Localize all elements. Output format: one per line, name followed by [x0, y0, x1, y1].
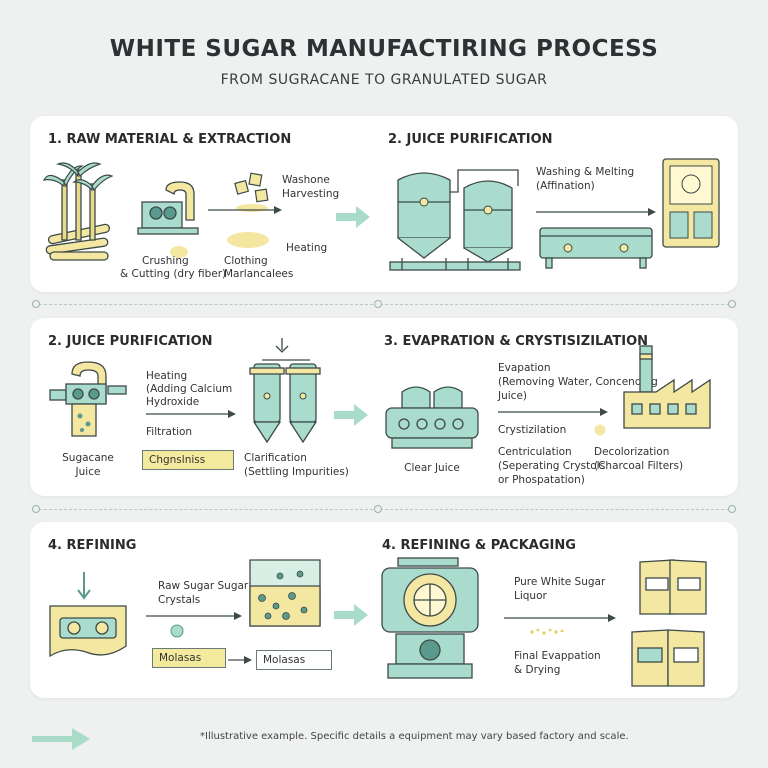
molasas-box-1: Molasas: [152, 648, 226, 668]
label-settling: (Settling Impurities): [244, 466, 349, 478]
label-pure-white-sugar: Pure White Sugar: [514, 576, 606, 588]
label-crystizilation: Crystizilation: [498, 424, 567, 436]
label-cutting: & Cutting (dry fiber): [120, 268, 227, 280]
flow-arrow: [208, 206, 282, 214]
page-subtitle: FROM SUGRACANE TO GRANULATED SUGAR: [220, 72, 548, 88]
divider-dot: [32, 505, 40, 513]
label-washing-melting: Washing & Melting: [536, 166, 635, 178]
label-sugarcane: Sugacane: [62, 452, 114, 464]
stage-arrow-icon: [336, 206, 370, 228]
section-title-juice-purification: 2. JUICE PURIFICATION: [48, 334, 213, 349]
bagasse-pile-icon: [227, 232, 269, 248]
label-crushing: Crushing: [142, 255, 189, 267]
chgnslniss-box: Chgnslniss: [142, 450, 234, 470]
section-title-refining: 4. REFINING: [48, 538, 137, 553]
sugar-bags-bottom-icon: [631, 629, 705, 687]
label-clarification: Clarification: [244, 452, 307, 464]
pulp-blob-icon: [170, 246, 188, 258]
label-charcoal: (Charcoal Filters): [594, 460, 684, 472]
label-washone: Washone: [282, 174, 330, 186]
flow-arrow: [504, 614, 616, 622]
sugar-granules-icon: [530, 628, 564, 635]
sugarcane-icon: [42, 162, 114, 261]
label-adding-calcium: (Adding Calcium: [146, 383, 233, 395]
divider-dot: [728, 505, 736, 513]
label-centriculation: Centriculation: [498, 446, 572, 458]
section-title-evaporation: 3. EVAPRATION & CRYSTISIZILATION: [384, 334, 648, 349]
label-decolorization: Decolorization: [594, 446, 670, 458]
arrow-right-icon: [32, 728, 90, 750]
section-title-raw-material: 1. RAW MATERIAL & EXTRACTION: [48, 132, 292, 147]
label-separating: (Seperating Crystols: [498, 460, 606, 472]
label-evapation: Evapation: [498, 362, 551, 374]
label-heating: Heating: [286, 242, 328, 254]
label-final-evaporation: Final Evappation: [514, 650, 601, 662]
label-phospatation: or Phospatation): [498, 474, 585, 486]
label-removing-water: (Removing Water, Concending: [498, 376, 658, 388]
section-title-juice-purification-top: 2. JUICE PURIFICATION: [388, 132, 553, 147]
label-raw-sugar: Raw Sugar Sugar: [158, 580, 249, 592]
sugar-bags-top-icon: [639, 559, 707, 615]
label-clear-juice: Clear Juice: [404, 462, 460, 474]
melter-tank-icon: [539, 227, 653, 269]
divider-dot: [32, 300, 40, 308]
row-divider: [34, 304, 734, 305]
label-juice-close: Juice): [498, 390, 527, 402]
label-crystals: Crystals: [158, 594, 201, 606]
crusher-machine-icon: [137, 181, 199, 235]
label-heating-2: Heating: [146, 370, 188, 382]
clarifier-tanks-icon: [249, 338, 321, 444]
label-filtration: Filtration: [146, 426, 193, 438]
juice-extractor-icon: [49, 361, 127, 437]
stage-arrow-icon: [334, 404, 368, 426]
label-liquor: Liquor: [514, 590, 547, 602]
label-affination: (Affination): [536, 180, 595, 192]
flow-arrow: [146, 612, 242, 620]
label-harvesting: Harvesting: [282, 188, 340, 200]
control-panel-icon: [662, 158, 720, 248]
crystal-bead-icon: [170, 624, 184, 638]
divider-dot: [374, 300, 382, 308]
label-clothing: Clothing: [224, 255, 268, 267]
flow-arrow: [498, 408, 608, 416]
refining-tray-icon: [49, 572, 127, 658]
flow-arrow: [146, 410, 236, 418]
page-title: WHITE SUGAR MANUFACTIRING PROCESS: [109, 36, 659, 62]
footnote: *Illustrative example. Specific details …: [200, 731, 629, 742]
factory-icon: [623, 345, 711, 429]
label-drying: & Drying: [514, 664, 561, 676]
label-hydroxide: Hydroxide: [146, 396, 200, 408]
divider-dot: [728, 300, 736, 308]
crystal-jar-icon: [249, 559, 321, 627]
flow-arrow: [536, 208, 656, 216]
crystal-dot-icon: [594, 424, 606, 436]
centrifuge-machine-icon: [381, 557, 479, 679]
divider-dot: [374, 505, 382, 513]
evaporator-icon: [385, 386, 479, 449]
row-divider: [34, 509, 734, 510]
flow-arrow: [228, 656, 252, 664]
molasas-box-2: Molasas: [256, 650, 332, 670]
label-marlancalees: Marlancalees: [224, 268, 294, 280]
storage-tanks-icon: [389, 169, 521, 271]
stage-arrow-icon: [334, 604, 368, 626]
section-title-refining-packaging: 4. REFINING & PACKAGING: [382, 538, 576, 553]
label-juice: Juice: [75, 466, 101, 478]
